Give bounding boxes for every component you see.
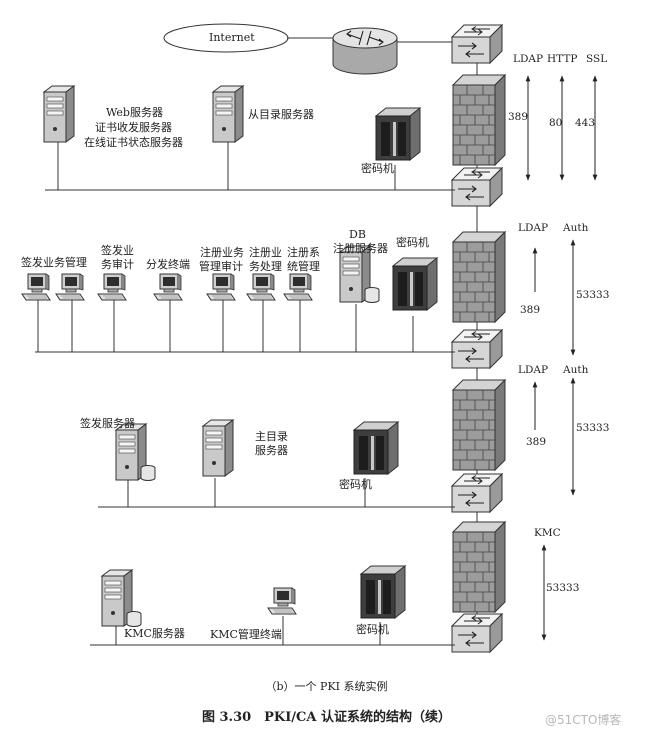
reg-sys-mgmt-label-line1: 注册系 xyxy=(287,246,320,259)
reg-mgmt-audit-label-line2: 管理审计 xyxy=(199,260,243,273)
crypto-machine-label: 密码机 xyxy=(361,162,394,175)
workstation-icon xyxy=(246,273,276,301)
firewall-icon-4 xyxy=(452,521,506,613)
web-server-icon xyxy=(43,85,75,143)
workstation-icon xyxy=(97,273,127,301)
slave-directory-label: 从目录服务器 xyxy=(248,108,314,121)
http-label: HTTP xyxy=(547,53,578,65)
http-port-label: 80 xyxy=(549,117,563,129)
reg-processing-label-line2: 务处理 xyxy=(249,260,282,273)
internet-label: Internet xyxy=(209,31,255,44)
crypto-machine-label: 密码机 xyxy=(356,623,389,636)
auth-label: Auth xyxy=(563,364,589,376)
sign-business-mgmt-label: 签发业务管理 xyxy=(21,256,87,269)
switch-icon-dmz xyxy=(451,167,503,207)
figure-caption: 图 3.30 PKI/CA 认证系统的结构（续） xyxy=(201,710,452,725)
signing-server-label: 签发服务器 xyxy=(80,417,135,430)
switch-icon-top xyxy=(451,24,503,64)
sign-audit-label-line1: 签发业 xyxy=(101,244,134,257)
ldap-port-label: 389 xyxy=(520,304,541,316)
sub-caption: （b）一个 PKI 系统实例 xyxy=(265,680,388,693)
distribution-terminal-label: 分发终端 xyxy=(146,258,190,271)
crypto-machine-icon xyxy=(360,565,406,619)
auth-port-label: 53333 xyxy=(576,289,610,301)
kmc-protocol-label: KMC xyxy=(534,527,561,539)
auth-label: Auth xyxy=(563,222,589,234)
kmc-server-icon xyxy=(102,570,141,627)
kmc-port-label: 53333 xyxy=(546,582,580,594)
firewall-icon-1 xyxy=(452,74,506,166)
master-directory-label-line2: 服务器 xyxy=(255,444,288,457)
ssl-port-label: 443 xyxy=(575,117,596,129)
sign-audit-label-line2: 务审计 xyxy=(101,258,134,271)
ocsp-server-label: 在线证书状态服务器 xyxy=(84,136,183,149)
workstation-icon xyxy=(55,273,85,301)
ldap-port-label: 389 xyxy=(508,111,529,123)
ssl-label: SSL xyxy=(586,53,608,65)
reg-sys-mgmt-label-line2: 统管理 xyxy=(287,260,320,273)
kmc-terminal-label: KMC管理终端 xyxy=(210,628,282,641)
workstation-icon xyxy=(153,273,183,301)
firewall-icon-2 xyxy=(452,231,506,323)
workstation-icon xyxy=(267,587,297,615)
master-directory-server-icon xyxy=(202,419,234,477)
ldap-label: LDAP xyxy=(518,222,549,234)
switch-icon-ca xyxy=(451,473,503,513)
switch-icon-ra xyxy=(451,329,503,369)
router-icon xyxy=(332,27,398,75)
reg-mgmt-audit-label-line1: 注册业务 xyxy=(200,246,244,259)
crypto-machine-icon xyxy=(392,257,438,311)
registration-server-label: 注册服务器 xyxy=(333,242,388,255)
workstation-icon xyxy=(21,273,51,301)
switch-icon-km xyxy=(451,613,503,653)
ldap-label: LDAP xyxy=(518,364,549,376)
crypto-machine-label: 密码机 xyxy=(396,236,429,249)
db-label: DB xyxy=(349,228,366,241)
workstation-icon xyxy=(206,273,236,301)
crypto-machine-icon xyxy=(353,421,399,475)
auth-port-label: 53333 xyxy=(576,422,610,434)
signing-server-icon xyxy=(116,424,155,481)
master-directory-label-line1: 主目录 xyxy=(255,430,288,443)
kmc-server-label: KMC服务器 xyxy=(124,627,185,640)
reg-processing-label-line1: 注册业 xyxy=(249,246,282,259)
web-server-label: Web服务器 xyxy=(106,106,163,119)
slave-directory-server-icon xyxy=(212,85,244,143)
workstation-icon xyxy=(283,273,313,301)
ldap-label: LDAP xyxy=(513,53,544,65)
ldap-port-label: 389 xyxy=(526,436,547,448)
crypto-machine-label: 密码机 xyxy=(339,478,372,491)
crypto-machine-icon xyxy=(375,107,421,161)
firewall-icon-3 xyxy=(452,379,506,471)
cert-exchange-server-label: 证书收发服务器 xyxy=(95,121,172,134)
watermark: @51CTO博客 xyxy=(545,713,622,727)
